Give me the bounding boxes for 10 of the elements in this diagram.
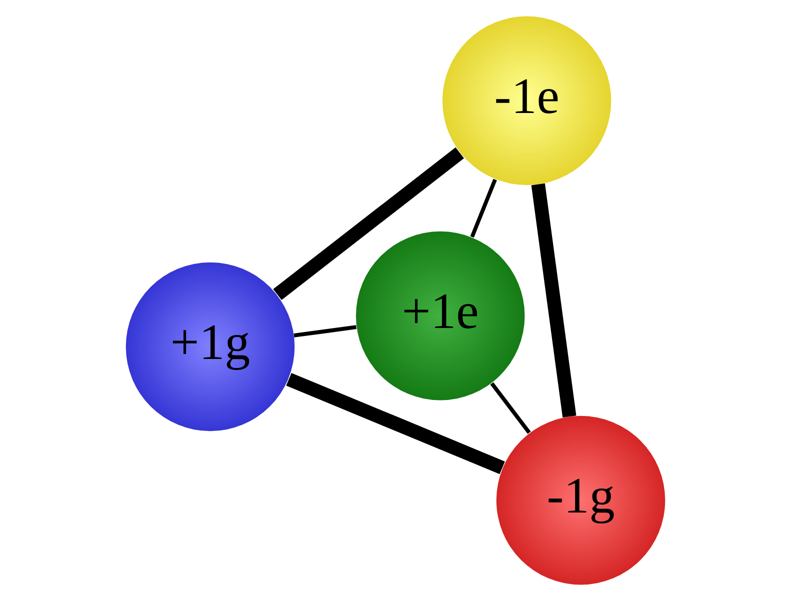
connector (470, 178, 496, 238)
node-circle: -1e (442, 16, 611, 186)
connector (530, 183, 576, 418)
node-circle: +1e (355, 231, 524, 400)
connector (286, 372, 504, 474)
node-circle: +1g (125, 262, 294, 432)
connector (272, 147, 464, 300)
connector (293, 325, 356, 338)
node-circle: -1g (496, 416, 665, 585)
connector (490, 382, 530, 434)
